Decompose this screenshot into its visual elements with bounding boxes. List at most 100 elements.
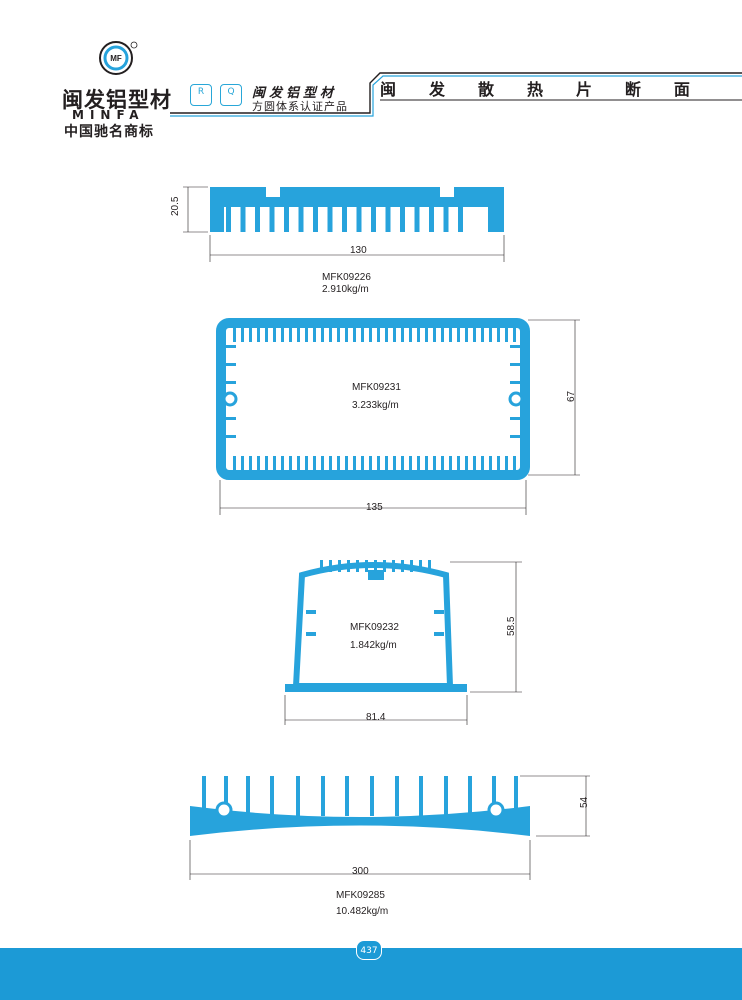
profile-2-fin-bottom	[313, 456, 316, 471]
profile-1-fin	[429, 207, 434, 232]
profile-1-fin	[255, 207, 260, 232]
profile-2-fin-bottom	[353, 456, 356, 471]
profile-3-fin	[419, 560, 422, 572]
title-char: 面	[673, 80, 690, 99]
profile-1-fin	[342, 207, 347, 232]
profile-2-fin-top	[321, 327, 324, 342]
profile-2-fin-top	[441, 327, 444, 342]
profile-2-fin-top	[233, 327, 236, 342]
profile-2-fin-bottom	[417, 456, 420, 471]
profile-1-fin	[356, 207, 362, 232]
profile-2-fin-top	[329, 327, 332, 342]
profile-2-fin-side	[226, 381, 236, 384]
profile-1-fin	[298, 207, 304, 232]
profile-2-fin-top	[265, 327, 268, 342]
profile-2-screw-boss	[508, 391, 524, 407]
profile-2-fin-bottom	[249, 456, 252, 471]
profile-1-weight: 2.910kg/m	[322, 284, 369, 295]
profile-2-fin-top	[473, 327, 476, 342]
title-char: 断	[624, 80, 641, 99]
profile-2-fin-bottom	[473, 456, 476, 471]
profile-2-fin-bottom	[377, 456, 380, 471]
profile-2-fin-side	[510, 345, 520, 348]
profile-2-fin-top	[449, 327, 452, 342]
profile-2-fin-top	[465, 327, 468, 342]
profile-3-clip	[434, 632, 444, 636]
profile-2-fin-bottom	[329, 456, 332, 471]
profile-3-fin	[383, 560, 386, 572]
profile-3-shell	[292, 562, 454, 689]
profile-2-fin-bottom	[361, 456, 364, 471]
profile-4-height: 54	[579, 796, 590, 808]
profile-3-clip	[306, 610, 316, 614]
profile-2-fin-top	[353, 327, 356, 342]
profile-3-clip	[434, 610, 444, 614]
profile-1-fin	[284, 207, 289, 232]
profile-4-screw-boss	[215, 801, 233, 819]
profile-3-fin	[338, 560, 341, 572]
profile-4-code: MFK09285	[336, 890, 385, 901]
profile-2-fin-side	[226, 345, 236, 348]
profile-4-fin	[246, 776, 250, 816]
profile-2-fin-bottom	[457, 456, 460, 471]
profile-2-fin-top	[241, 327, 244, 342]
profile-2-fin-top	[409, 327, 412, 342]
profile-3-fin	[347, 560, 350, 572]
profile-2-fin-side	[510, 435, 520, 438]
profile-2-fin-bottom	[401, 456, 404, 471]
profile-2-fin-bottom	[449, 456, 452, 471]
profile-3-width: 81.4	[366, 712, 386, 723]
profile-4-fin	[296, 776, 300, 816]
profile-2-weight: 3.233kg/m	[352, 400, 399, 411]
profile-2-fin-top	[393, 327, 396, 342]
title-char: 热	[526, 80, 543, 99]
profile-2-fin-bottom	[297, 456, 300, 471]
profile-3-base	[285, 684, 467, 692]
profile-2-fin-bottom	[465, 456, 468, 471]
profile-2-fin-bottom	[489, 456, 492, 471]
profile-2-fin-top	[361, 327, 364, 342]
profile-4-base	[190, 806, 530, 836]
profile-2-fin-top	[433, 327, 436, 342]
profile-2-fin-bottom	[505, 456, 508, 471]
profile-2-fin-bottom	[257, 456, 260, 471]
profile-4-fin	[202, 776, 206, 816]
profile-3-fin	[356, 560, 359, 572]
profile-2-fin-side	[510, 363, 520, 366]
cert-r-icon: R	[190, 84, 212, 106]
profile-2-fin-top	[513, 327, 516, 342]
profile-3-height: 58.5	[506, 616, 517, 636]
profile-3-slot	[368, 570, 384, 580]
profile-2-fin-bottom	[289, 456, 292, 471]
profile-4-width: 300	[352, 866, 369, 877]
profile-2-fin-top	[457, 327, 460, 342]
profile-4-fin	[419, 776, 423, 816]
profile-1-fin	[458, 207, 463, 232]
profile-3-fin	[401, 560, 404, 572]
profile-2-fin-top	[289, 327, 292, 342]
profile-1-slot	[266, 187, 280, 197]
profile-2-fin-bottom	[265, 456, 268, 471]
profile-1-fin	[400, 207, 405, 232]
profile-2-fin-bottom	[497, 456, 500, 471]
profile-2-fin-top	[297, 327, 300, 342]
brand-name-en: MINFA	[72, 108, 145, 122]
profile-4-fin	[395, 776, 399, 816]
profile-2-fin-side	[510, 417, 520, 420]
profile-4-fin	[345, 776, 349, 816]
profile-2-fin-top	[401, 327, 404, 342]
profile-2-width: 135	[366, 502, 383, 513]
profile-2-fin-top	[417, 327, 420, 342]
logo-badge-text: MF	[110, 54, 122, 63]
profile-2-fin-top	[345, 327, 348, 342]
profile-2-fin-top	[257, 327, 260, 342]
profile-4-screw-boss	[487, 801, 505, 819]
profile-1-fin	[240, 207, 246, 232]
profile-2-fin-bottom	[441, 456, 444, 471]
profile-4-fin	[514, 776, 518, 816]
profile-1-fin	[226, 207, 231, 232]
profile-2-fin-bottom	[321, 456, 324, 471]
header-rule	[170, 72, 742, 117]
profile-1-base	[210, 187, 504, 207]
profile-2-height: 67	[566, 390, 577, 402]
